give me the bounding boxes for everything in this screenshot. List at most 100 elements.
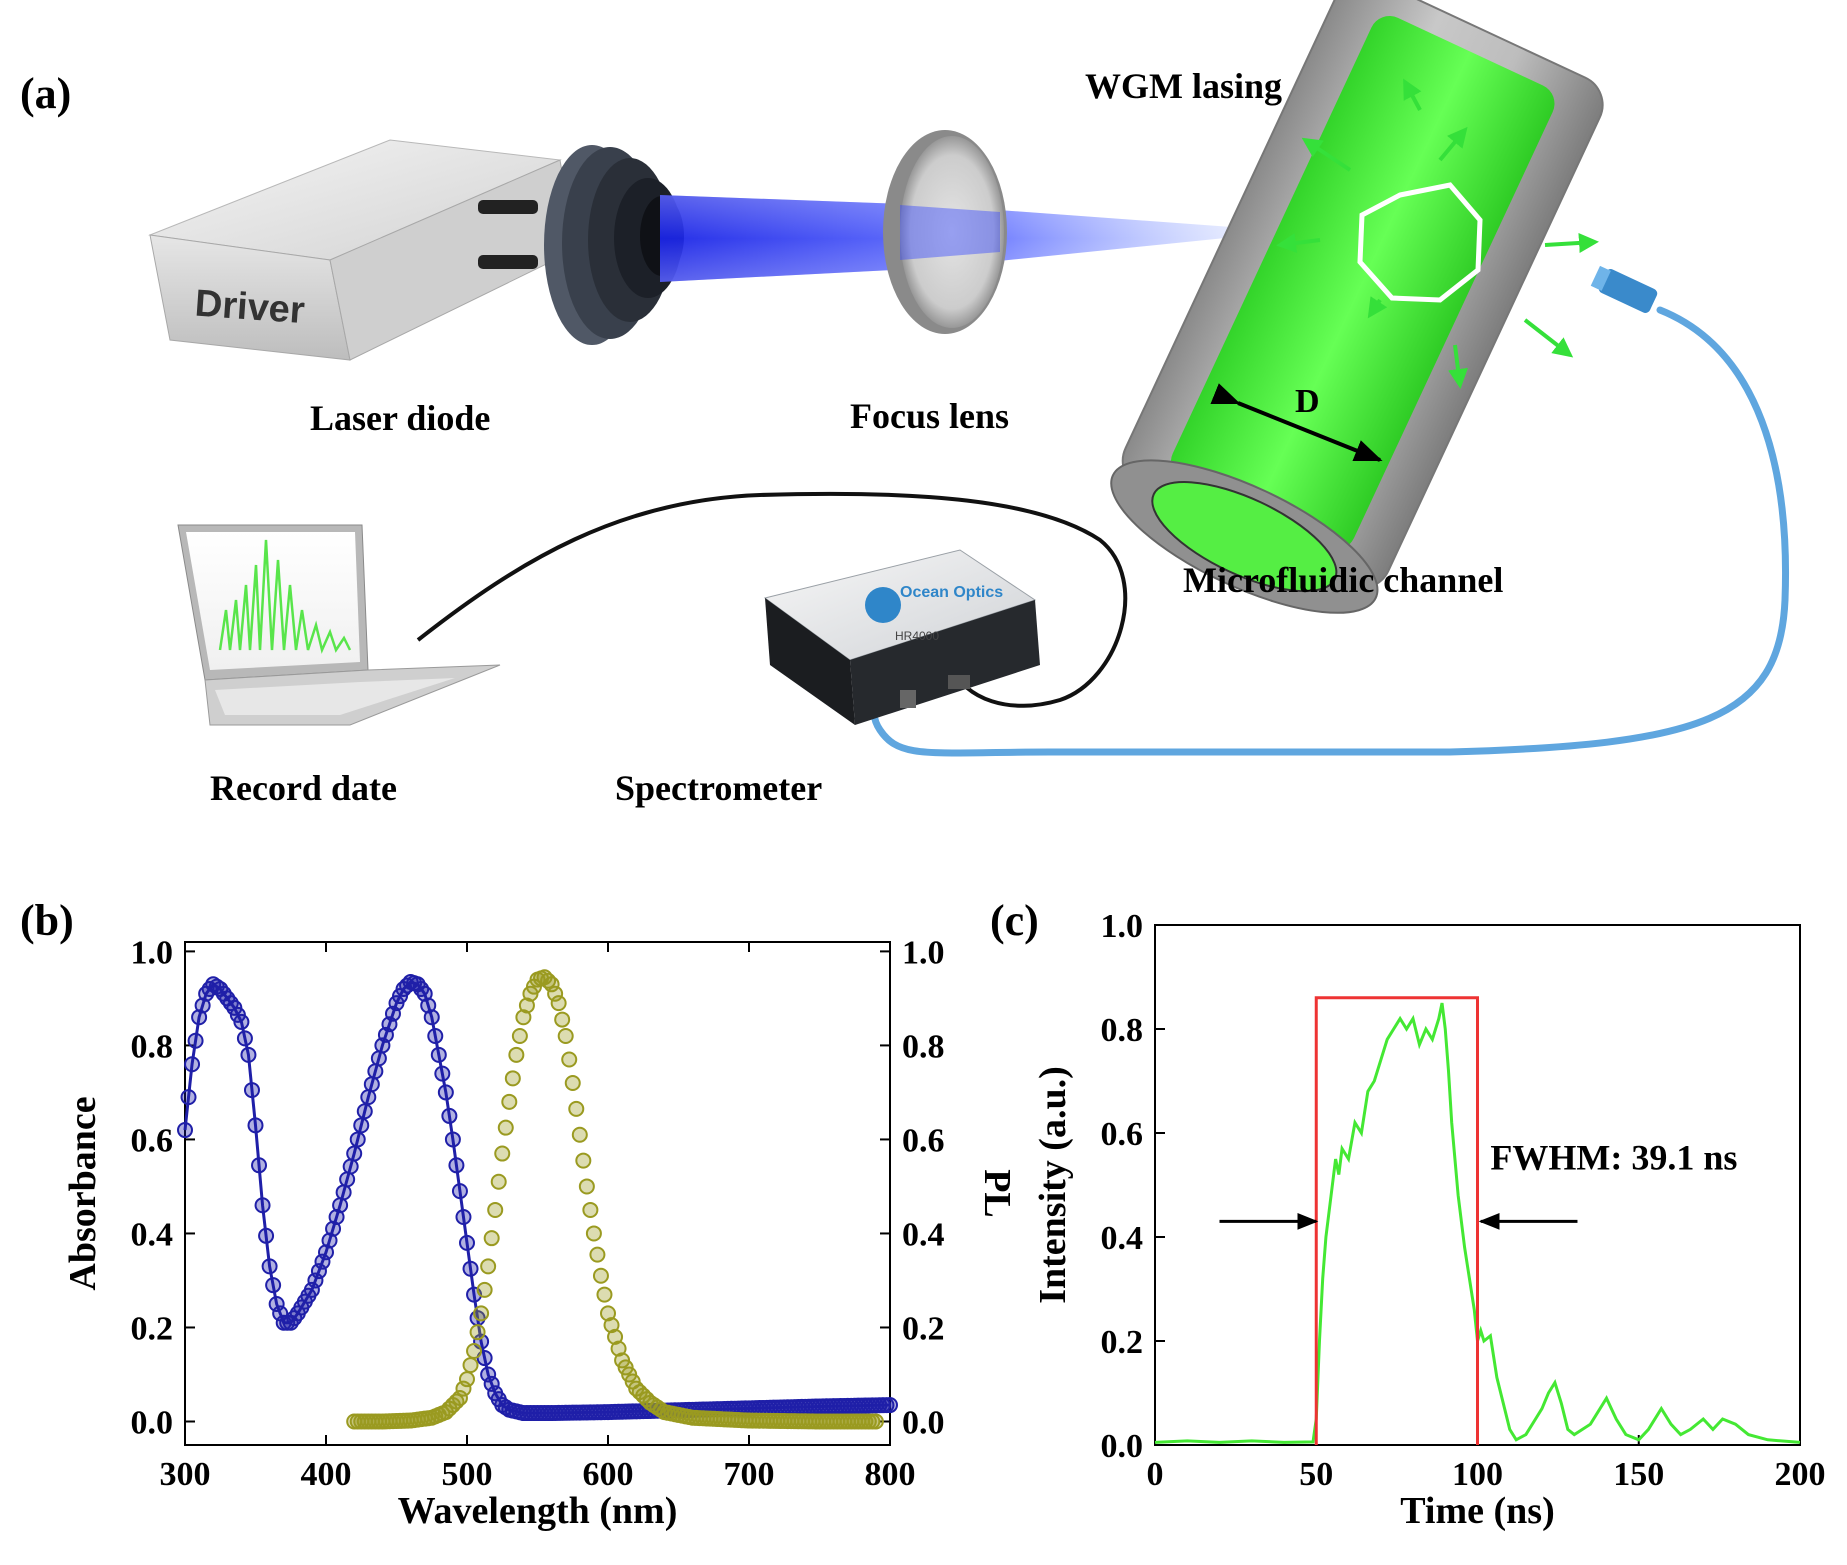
y-tick-label: 0.8 [131,1028,174,1065]
y-tick-label: 0.4 [131,1216,174,1253]
data-point-absorbance [444,1131,461,1148]
data-point-absorbance [307,1272,324,1289]
data-point-absorbance [251,1157,268,1174]
x-tick-label: 50 [1299,1456,1333,1493]
data-point-pl [451,1389,468,1406]
data-point-pl [585,1225,602,1242]
data-point-pl [455,1380,472,1397]
data-point-pl [469,1324,486,1341]
focus-lens [883,130,1007,334]
fiber-collimator [1590,265,1658,313]
spectrometer-label: Spectrometer [615,768,822,808]
data-point-pl [610,1340,627,1357]
data-point-absorbance [243,1082,260,1099]
x-tick-label: 100 [1452,1456,1503,1493]
y-tick-label: 1.0 [1101,908,1144,945]
record-label: Record date [210,768,397,808]
data-point-absorbance [328,1209,345,1226]
data-point-pl [571,1126,588,1143]
data-point-absorbance [310,1263,327,1280]
data-point-absorbance [427,1028,444,1045]
y-tick-label: 0.4 [1101,1220,1144,1257]
data-point-absorbance [321,1232,338,1249]
data-point-pl [557,1028,574,1045]
spectrometer-port [948,675,970,689]
spectrometer-model: HR4000 [895,629,939,643]
plot-frame [184,941,891,1446]
fwhm-annotation: FWHM: 39.1 ns [1490,1137,1737,1177]
y-right-tick-label: 0.0 [902,1404,945,1441]
y-tick-label: 0.2 [1101,1324,1144,1361]
optical-fiber [870,306,1789,757]
channel-label: Microfluidic channel [1183,560,1503,600]
data-point-pl [596,1286,613,1303]
data-point-absorbance [194,997,211,1014]
data-point-pl [511,1028,528,1045]
y-right-axis-label: PL [976,1169,1018,1218]
x-tick-label: 0 [1147,1456,1164,1493]
spectrometer-brand: Ocean Optics [900,584,1003,601]
panel-a: (a) Driver [20,0,1789,808]
data-point-absorbance [180,1089,197,1106]
data-point-absorbance [342,1158,359,1175]
y-tick-label: 0.2 [131,1310,174,1347]
y-axis-label: Absorbance [62,1096,104,1290]
x-tick-label: 150 [1613,1456,1664,1493]
microfluidic-channel: D [1110,0,1604,614]
y-right-tick-label: 0.2 [902,1310,945,1347]
data-point-pl [473,1305,490,1322]
data-point-absorbance [441,1107,458,1124]
focus-lens-label: Focus lens [850,396,1009,436]
x-axis-label: Wavelength (nm) [398,1490,678,1532]
y-axis-label: Intensity (a.u.) [1032,1066,1074,1304]
data-point-absorbance [430,1046,447,1063]
data-point-absorbance [261,1258,278,1275]
data-point-absorbance [339,1171,356,1188]
data-point-pl [575,1152,592,1169]
data-point-pl [515,1009,532,1026]
data-point-pl [487,1201,504,1218]
series-line-absorbance [183,980,891,1415]
y-tick-label: 1.0 [131,934,174,971]
data-point-absorbance [423,1009,440,1026]
data-point-pl [554,1011,571,1028]
data-point-absorbance [314,1253,331,1270]
data-point-absorbance [184,1056,201,1073]
data-point-pl [508,1046,525,1063]
x-tick-label: 600 [583,1456,634,1493]
data-point-absorbance [349,1131,366,1148]
data-point-pl [589,1246,606,1263]
panel-b-label: (b) [20,896,74,945]
data-point-absorbance [448,1157,465,1174]
emission-arrows [1276,78,1599,389]
data-point-absorbance [318,1244,334,1261]
data-point-pl [561,1051,578,1068]
data-point-pl [497,1119,514,1136]
data-point-pl [568,1100,585,1117]
y-right-tick-label: 1.0 [902,934,945,971]
data-point-absorbance [335,1184,352,1201]
data-point-absorbance [483,1375,500,1392]
y-tick-label: 0.0 [131,1404,174,1441]
data-point-absorbance [480,1366,497,1383]
data-point-absorbance [265,1277,282,1294]
data-point-pl [543,976,560,993]
y-right-tick-label: 0.8 [902,1028,945,1065]
x-tick-label: 400 [301,1456,352,1493]
laser-diode-label: Laser diode [310,398,490,438]
data-point-pl [607,1328,624,1345]
data-point-absorbance [363,1076,380,1093]
data-point-pl [603,1317,620,1334]
data-point-absorbance [177,1122,193,1139]
data-point-pl [480,1258,497,1275]
driver-connector-top [478,200,538,214]
data-point-absorbance [416,985,433,1002]
wgm-lasing-label: WGM lasing [1085,66,1282,106]
laptop-spectrum [218,539,352,654]
data-point-absorbance [360,1089,377,1106]
y-tick-label: 0.8 [1101,1012,1144,1049]
diameter-label: D [1295,383,1320,420]
